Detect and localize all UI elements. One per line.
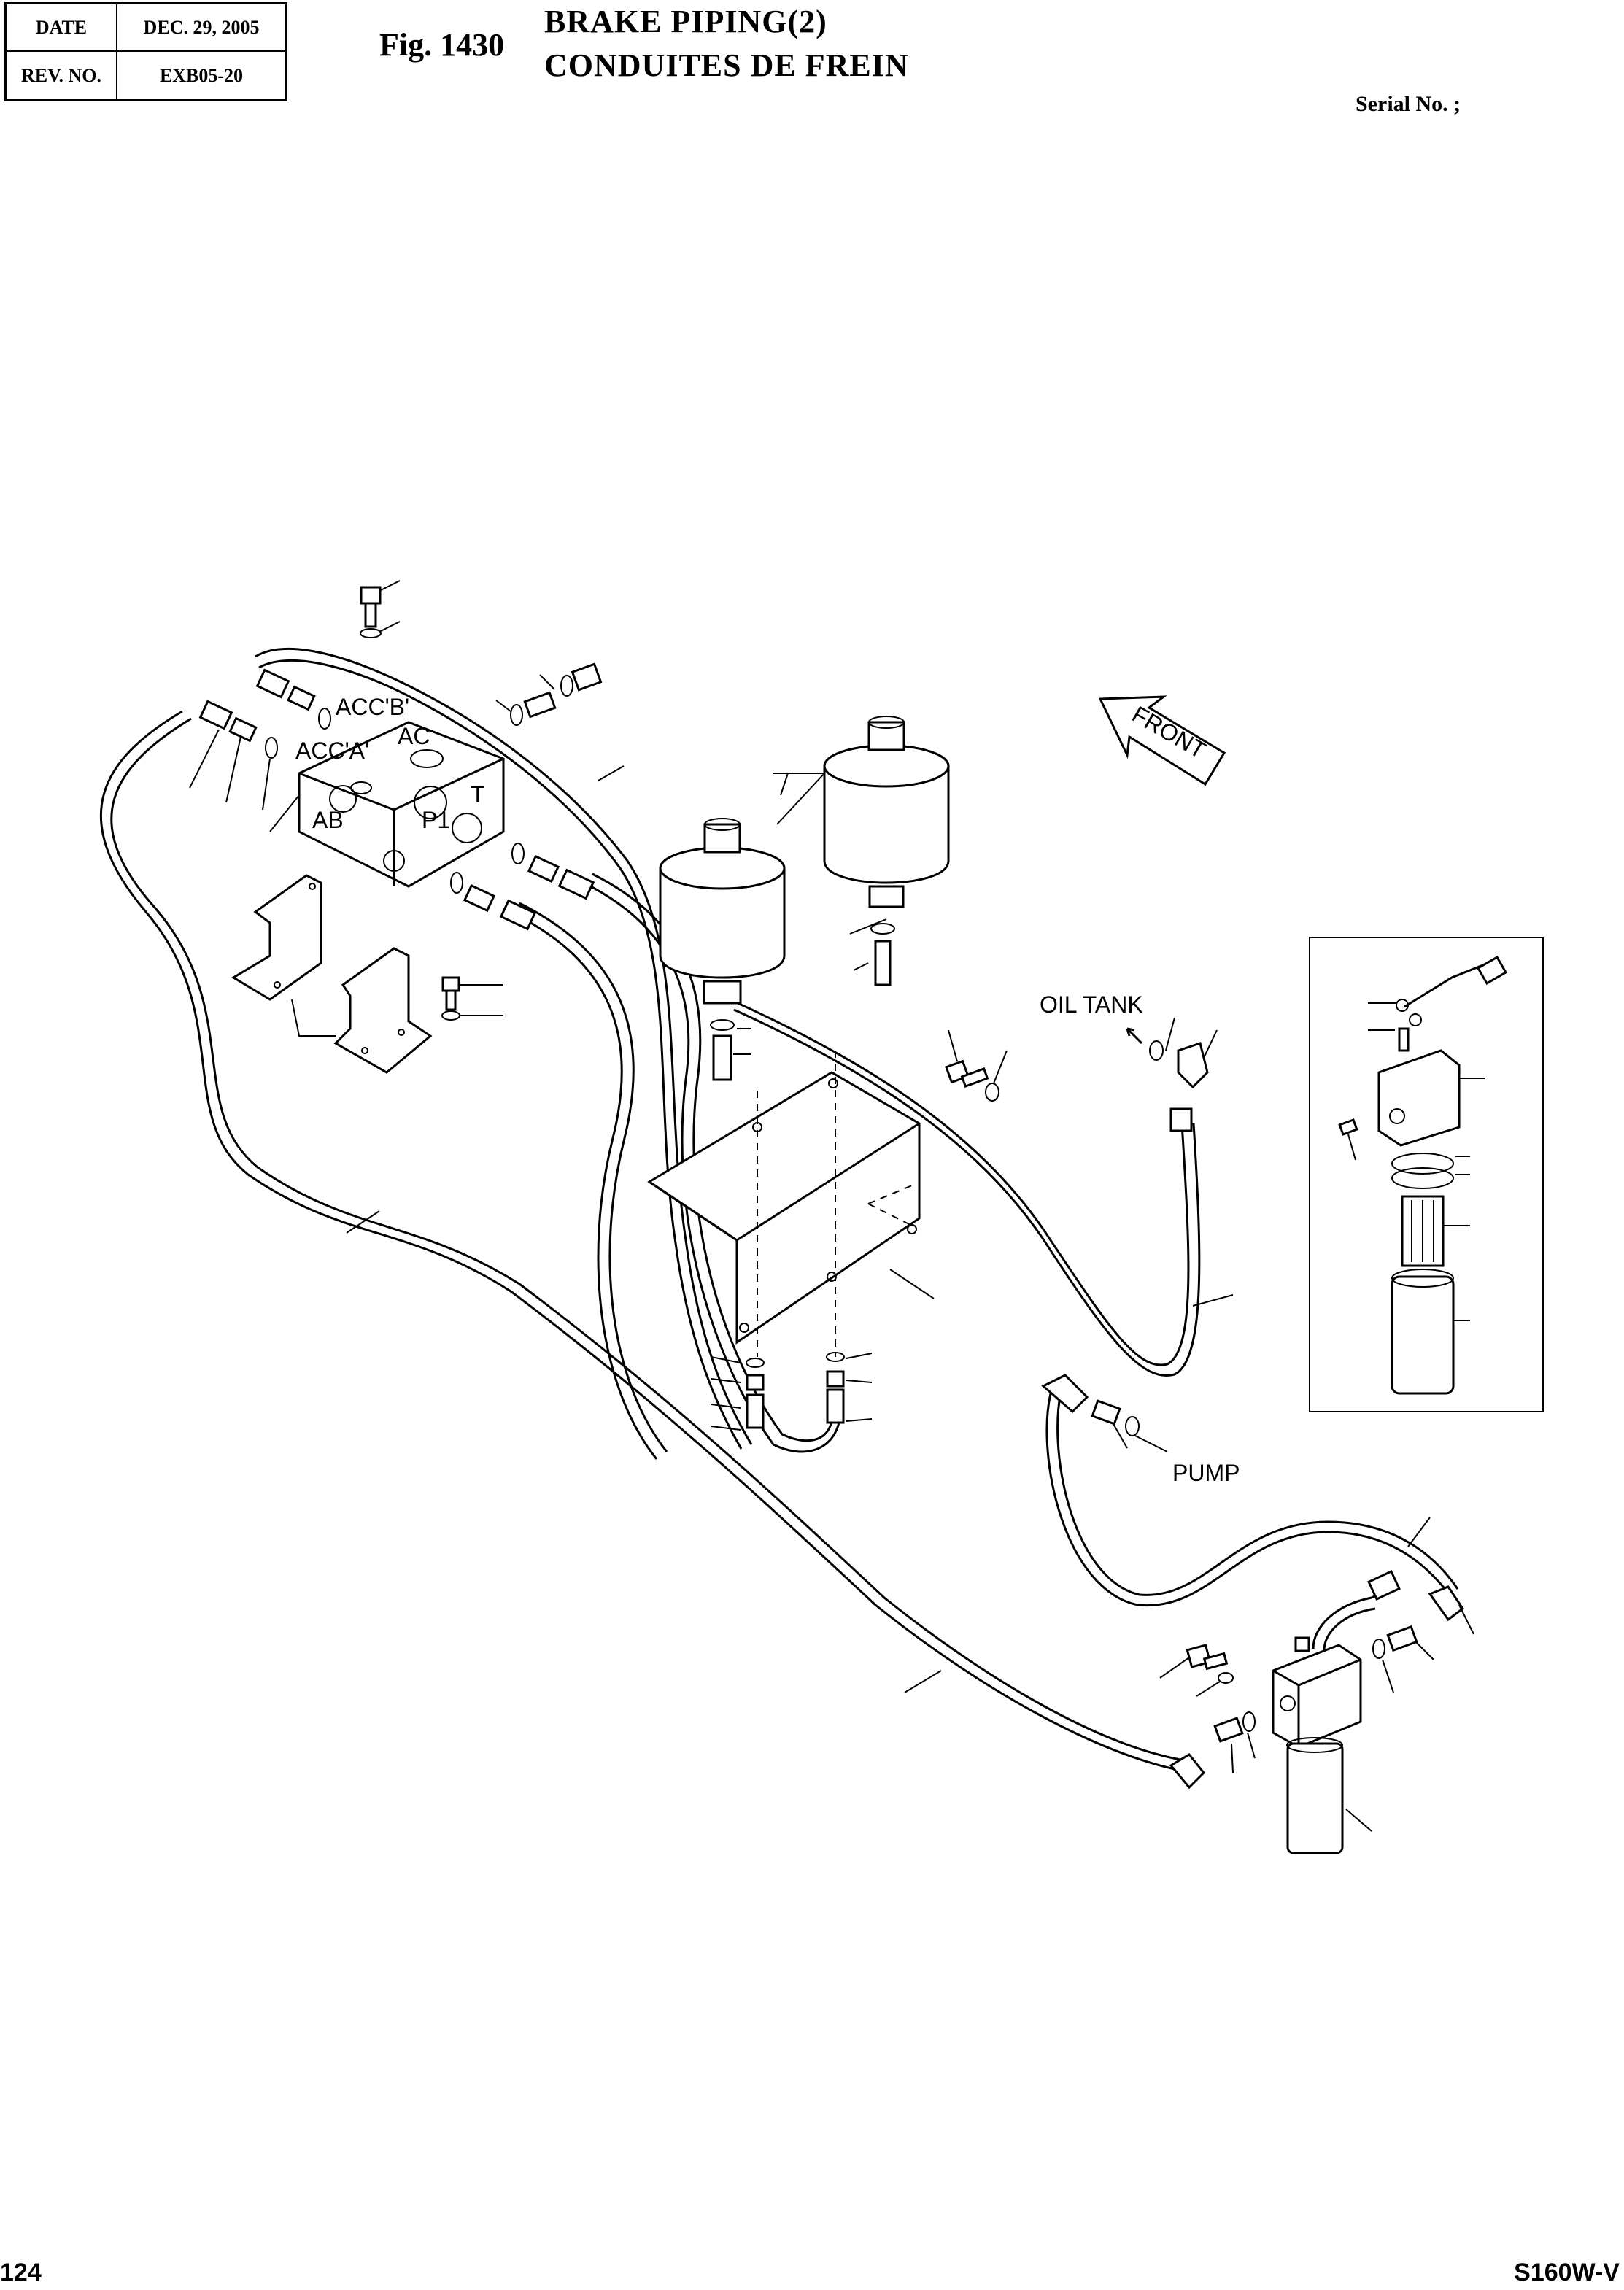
hose-pump-filter-2	[1056, 1391, 1459, 1596]
hose-top-manifold	[255, 647, 753, 1445]
accumulator-right	[773, 716, 950, 908]
bracket-left	[231, 874, 322, 1001]
hose-top-manifold-2	[258, 659, 743, 1450]
hose-accumulator-to-tank-2	[733, 1008, 1201, 1377]
inset-filter-assembly	[1338, 937, 1508, 1395]
hose-accumulator-to-tank	[729, 998, 1190, 1366]
title-french: CONDUITES DE FREIN	[544, 47, 909, 83]
figure-number: Fig. 1430	[379, 27, 505, 63]
front-arrow	[1098, 695, 1226, 786]
accumulator-left	[659, 818, 786, 1005]
pump-label: PUMP	[1172, 1460, 1240, 1486]
hose-pump-filter	[1045, 1393, 1453, 1607]
title-english: BRAKE PIPING(2)	[544, 4, 827, 39]
oil-tank-fitting	[1149, 1017, 1218, 1132]
serial-number-label: Serial No. ;	[1356, 92, 1461, 116]
pump-fittings	[1041, 1374, 1168, 1452]
dashed-mount-inner	[867, 1185, 913, 1226]
port-label-p1: P1	[422, 807, 450, 833]
oil-tank-arrow	[1126, 1027, 1143, 1045]
accumulator-fittings	[710, 923, 895, 1081]
page-number: 124	[0, 2259, 42, 2286]
fittings-right	[450, 843, 595, 931]
hose-left-long-2	[110, 717, 1181, 1761]
bolt-bracket	[441, 976, 503, 1021]
hose-middle-2	[519, 902, 668, 1452]
date-label: DATE	[7, 4, 117, 52]
leader-lines	[346, 765, 1234, 1693]
accumulator-mounting-box	[647, 1071, 935, 1345]
fittings-left	[189, 668, 331, 832]
fittings-top-right	[495, 662, 603, 726]
port-label-acc-a: ACC'A'	[295, 738, 369, 764]
date-value: DEC. 29, 2005	[117, 4, 285, 52]
port-label-ac: AC	[398, 723, 430, 749]
oil-tank-label: OIL TANK	[1040, 991, 1143, 1018]
port-label-t: T	[471, 781, 485, 808]
bolt-box-mount	[945, 1029, 1008, 1102]
revision-table: DATE DEC. 29, 2005 REV. NO. EXB05-20	[4, 2, 287, 101]
model-code: S160W-V	[1514, 2259, 1620, 2286]
lower-filter-assembly	[1272, 1570, 1401, 1854]
hose-left-long	[99, 710, 1175, 1771]
bracket-leader	[291, 999, 336, 1037]
rev-label: REV. NO.	[7, 52, 117, 99]
hose-middle	[510, 910, 658, 1460]
port-label-ab: AB	[312, 807, 344, 833]
bracket-right	[333, 947, 433, 1074]
lower-filter-fittings	[1159, 1517, 1474, 1790]
bolt-top	[360, 580, 401, 638]
port-label-acc-b: ACC'B'	[336, 694, 409, 720]
brake-valve-manifold	[298, 721, 505, 888]
rev-value: EXB05-20	[159, 64, 244, 86]
box-bottom-fittings	[711, 1352, 873, 1431]
